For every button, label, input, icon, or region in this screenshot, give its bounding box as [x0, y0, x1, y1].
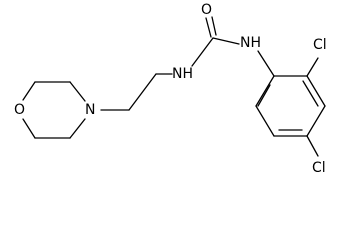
- urea-nh-aryl-label: NH: [240, 35, 261, 51]
- bond-ring-cl-para: [306, 135, 319, 157]
- bond-carbonyl-c-nh-aryl: [212, 37, 240, 45]
- chloro-ortho-label: Cl: [313, 37, 327, 53]
- chloro-para-label: Cl: [312, 160, 326, 176]
- bond-ring-1: [255, 75, 275, 107]
- morpholine-oxygen-label: O: [14, 102, 25, 118]
- bond-ring-5-inner: [302, 80, 319, 107]
- atom-labels: O NH NH N O Cl Cl: [14, 2, 327, 176]
- bond-ring-1-inner: [257, 84, 271, 107]
- bond-ch2-ch2: [128, 73, 157, 111]
- bond-morph-n-c1: [69, 81, 86, 102]
- chemical-structure-diagram: O NH NH N O Cl Cl: [14, 2, 327, 176]
- bond-ring-cl-ortho: [306, 57, 319, 77]
- bond-carbonyl-c-o-b: [211, 16, 217, 36]
- urea-nh-ethyl-label: NH: [172, 66, 193, 82]
- morpholine-nitrogen-label: N: [85, 102, 95, 118]
- bond-morph-c2-o: [22, 81, 36, 101]
- bond-lines: [22, 16, 326, 157]
- bond-nh-ring: [257, 50, 275, 77]
- bond-ring-2: [255, 105, 275, 137]
- bond-ring-5: [306, 75, 326, 107]
- bond-carbonyl-c-o-a: [205, 17, 212, 38]
- bond-morph-o-c3: [22, 118, 36, 139]
- bond-carbonyl-c-nh-ethyl: [191, 37, 214, 67]
- carbonyl-oxygen-label: O: [201, 2, 212, 18]
- bond-morph-c4-n: [69, 118, 86, 139]
- bond-ring-4: [306, 105, 326, 137]
